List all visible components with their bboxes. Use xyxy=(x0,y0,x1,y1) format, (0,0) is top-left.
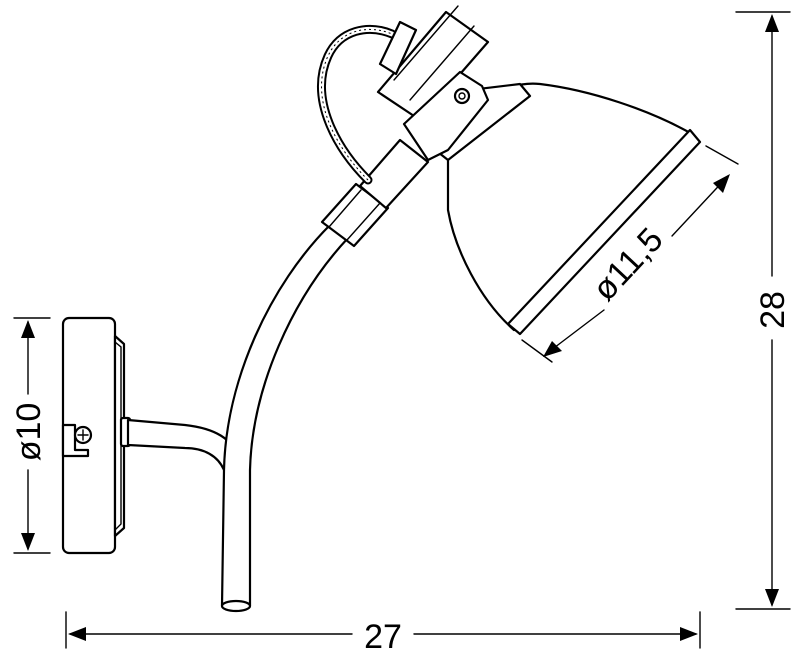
arm-connector xyxy=(119,416,240,472)
wall-mount-plate xyxy=(61,316,126,555)
upper-arm xyxy=(358,138,430,210)
pivot-bolt-icon xyxy=(453,87,471,105)
height-dimension-label: 28 xyxy=(754,291,792,329)
width-dimension: 27 xyxy=(65,611,701,656)
height-dimension: 28 xyxy=(735,11,792,610)
base-diameter-label: ø10 xyxy=(10,403,48,462)
width-dimension-label: 27 xyxy=(364,618,402,656)
screw-icon xyxy=(73,425,93,445)
arm-collar xyxy=(320,182,390,248)
base-diameter-dimension: ø10 xyxy=(10,317,51,554)
lamp-arm xyxy=(220,223,350,613)
power-cable xyxy=(317,24,397,185)
lamp-shade xyxy=(376,5,702,336)
